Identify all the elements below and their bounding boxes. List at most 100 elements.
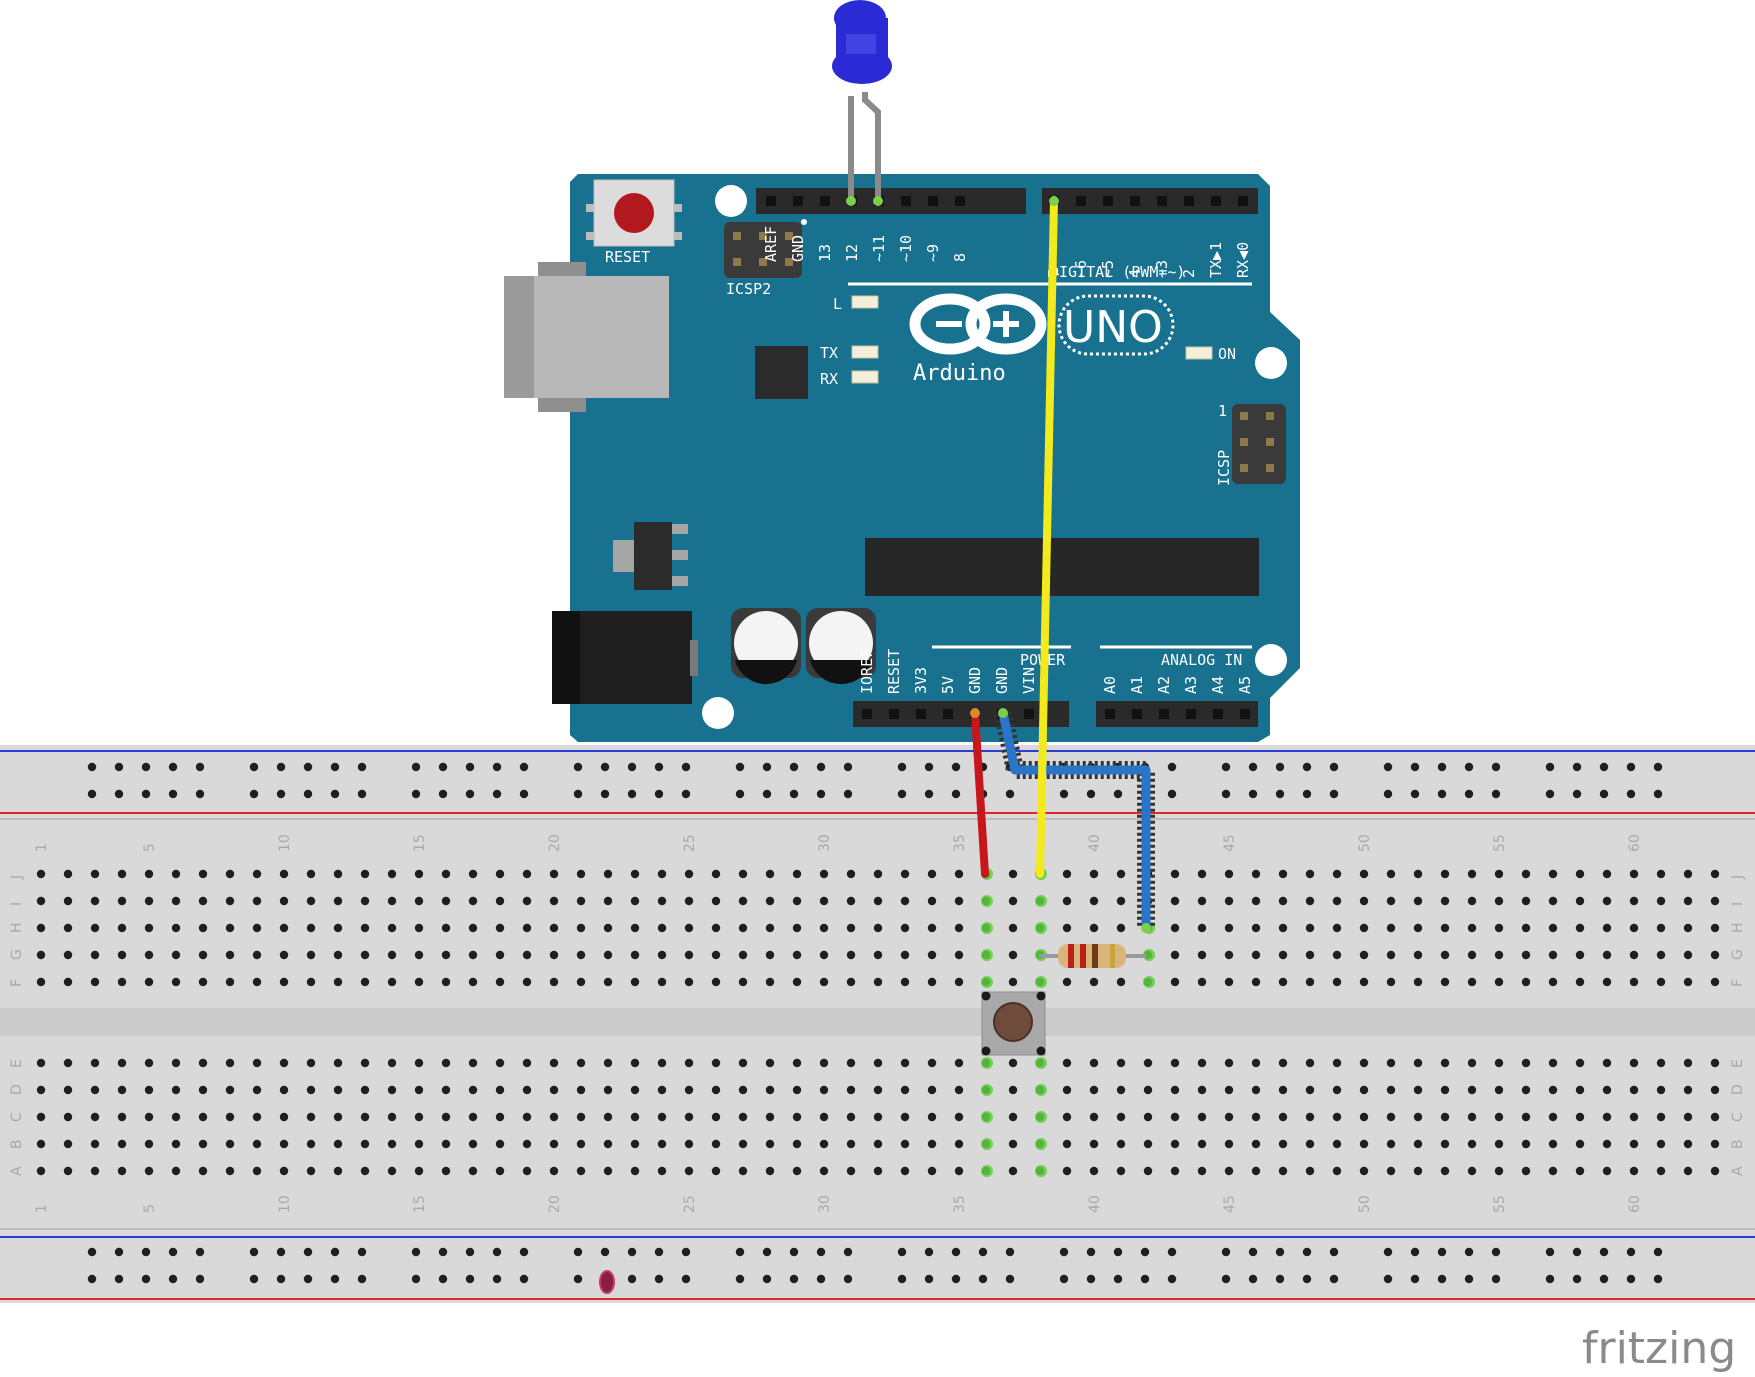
column-number: 55	[1492, 834, 1508, 852]
breadboard-hole	[846, 1139, 856, 1149]
breadboard-hole	[252, 869, 262, 879]
breadboard-hole	[900, 1139, 910, 1149]
rail-hole	[438, 762, 448, 772]
breadboard-hole	[1629, 950, 1639, 960]
breadboard-hole	[1467, 950, 1477, 960]
breadboard-hole	[1386, 869, 1396, 879]
row-letter: G	[9, 949, 25, 960]
wire-5v[interactable]	[971, 709, 989, 878]
reset-button[interactable]	[586, 179, 682, 247]
breadboard-hole	[1332, 1112, 1342, 1122]
rail-hole	[1086, 789, 1096, 799]
breadboard-hole	[1683, 1085, 1693, 1095]
breadboard-hole	[630, 950, 640, 960]
breadboard-hole	[144, 923, 154, 933]
breadboard-hole	[36, 923, 46, 933]
rail-hole	[276, 762, 286, 772]
rail-hole	[492, 762, 502, 772]
breadboard-hole	[819, 1139, 829, 1149]
breadboard-hole	[495, 1139, 505, 1149]
breadboard-hole	[576, 950, 586, 960]
breadboard-hole	[1359, 1139, 1369, 1149]
breadboard-hole	[1197, 1112, 1207, 1122]
breadboard-hole	[198, 1166, 208, 1176]
wire-gnd[interactable]	[998, 708, 1151, 933]
breadboard-hole	[36, 977, 46, 987]
blue-led[interactable]	[832, 0, 892, 202]
breadboard-hole	[954, 1166, 964, 1176]
breadboard-hole	[1494, 869, 1504, 879]
breadboard-hole	[1602, 1112, 1612, 1122]
breadboard-hole	[495, 1085, 505, 1095]
rail-hole	[1221, 762, 1231, 772]
breadboard-hole	[657, 1166, 667, 1176]
breadboard-hole	[117, 1166, 127, 1176]
breadboard-hole	[819, 896, 829, 906]
breadboard-hole	[198, 1058, 208, 1068]
rail-hole	[1491, 1274, 1501, 1284]
breadboard-hole	[1413, 896, 1423, 906]
wire-signal[interactable]	[1036, 196, 1058, 878]
header-pin	[1024, 709, 1034, 719]
breadboard-hole	[1359, 1058, 1369, 1068]
column-number: 20	[547, 834, 563, 852]
breadboard-hole	[1278, 923, 1288, 933]
column-number: 50	[1357, 834, 1373, 852]
breadboard-hole	[1278, 1139, 1288, 1149]
breadboard-hole	[279, 977, 289, 987]
breadboard-hole	[927, 923, 937, 933]
rail-hole	[114, 789, 124, 799]
breadboard-hole	[333, 896, 343, 906]
breadboard-hole	[1251, 1085, 1261, 1095]
header-pin	[1184, 196, 1194, 206]
breadboard-hole	[873, 950, 883, 960]
breadboard-hole	[1116, 977, 1126, 987]
column-number: 20	[547, 1195, 563, 1213]
rail-hole	[1005, 1247, 1015, 1257]
breadboard-hole	[306, 977, 316, 987]
breadboard-hole	[657, 869, 667, 879]
breadboard-hole	[684, 1139, 694, 1149]
breadboard-hole	[306, 923, 316, 933]
breadboard-hole	[1656, 1058, 1666, 1068]
breadboard-hole	[792, 1139, 802, 1149]
rail-hole	[303, 789, 313, 799]
breadboard-hole	[306, 1139, 316, 1149]
breadboard-hole	[1062, 977, 1072, 987]
icsp2-label: ICSP2	[726, 280, 771, 298]
breadboard-hole	[1521, 950, 1531, 960]
breadboard-hole	[846, 1166, 856, 1176]
rail-hole	[1221, 1274, 1231, 1284]
rail-hole	[1140, 1247, 1150, 1257]
breadboard-hole	[576, 1166, 586, 1176]
rail-hole	[249, 789, 259, 799]
breadboard-hole	[711, 1058, 721, 1068]
breadboard-hole	[306, 1166, 316, 1176]
push-button[interactable]	[981, 991, 1046, 1056]
breadboard-hole	[1332, 1139, 1342, 1149]
breadboard-hole	[1116, 923, 1126, 933]
rail-hole	[1437, 1274, 1447, 1284]
pin-label: TX▶1	[1207, 242, 1225, 278]
rail-hole	[249, 1274, 259, 1284]
breadboard-hole	[36, 1058, 46, 1068]
breadboard-hole	[495, 896, 505, 906]
breadboard-hole	[1413, 869, 1423, 879]
pin-label: 3V3	[912, 667, 930, 694]
row-letter: I	[9, 902, 25, 906]
rail-hole	[330, 762, 340, 772]
breadboard-hole	[1629, 1085, 1639, 1095]
resistor[interactable]	[1039, 944, 1146, 968]
breadboard-hole	[360, 1166, 370, 1176]
breadboard-hole	[1683, 977, 1693, 987]
breadboard-hole	[765, 1085, 775, 1095]
breadboard-hole	[1386, 1139, 1396, 1149]
breadboard-hole	[684, 950, 694, 960]
breadboard-hole	[765, 1058, 775, 1068]
breadboard-hole	[495, 1058, 505, 1068]
breadboard-hole	[1521, 1112, 1531, 1122]
breadboard-hole	[846, 977, 856, 987]
column-number: 1	[34, 843, 50, 852]
breadboard-hole	[225, 923, 235, 933]
